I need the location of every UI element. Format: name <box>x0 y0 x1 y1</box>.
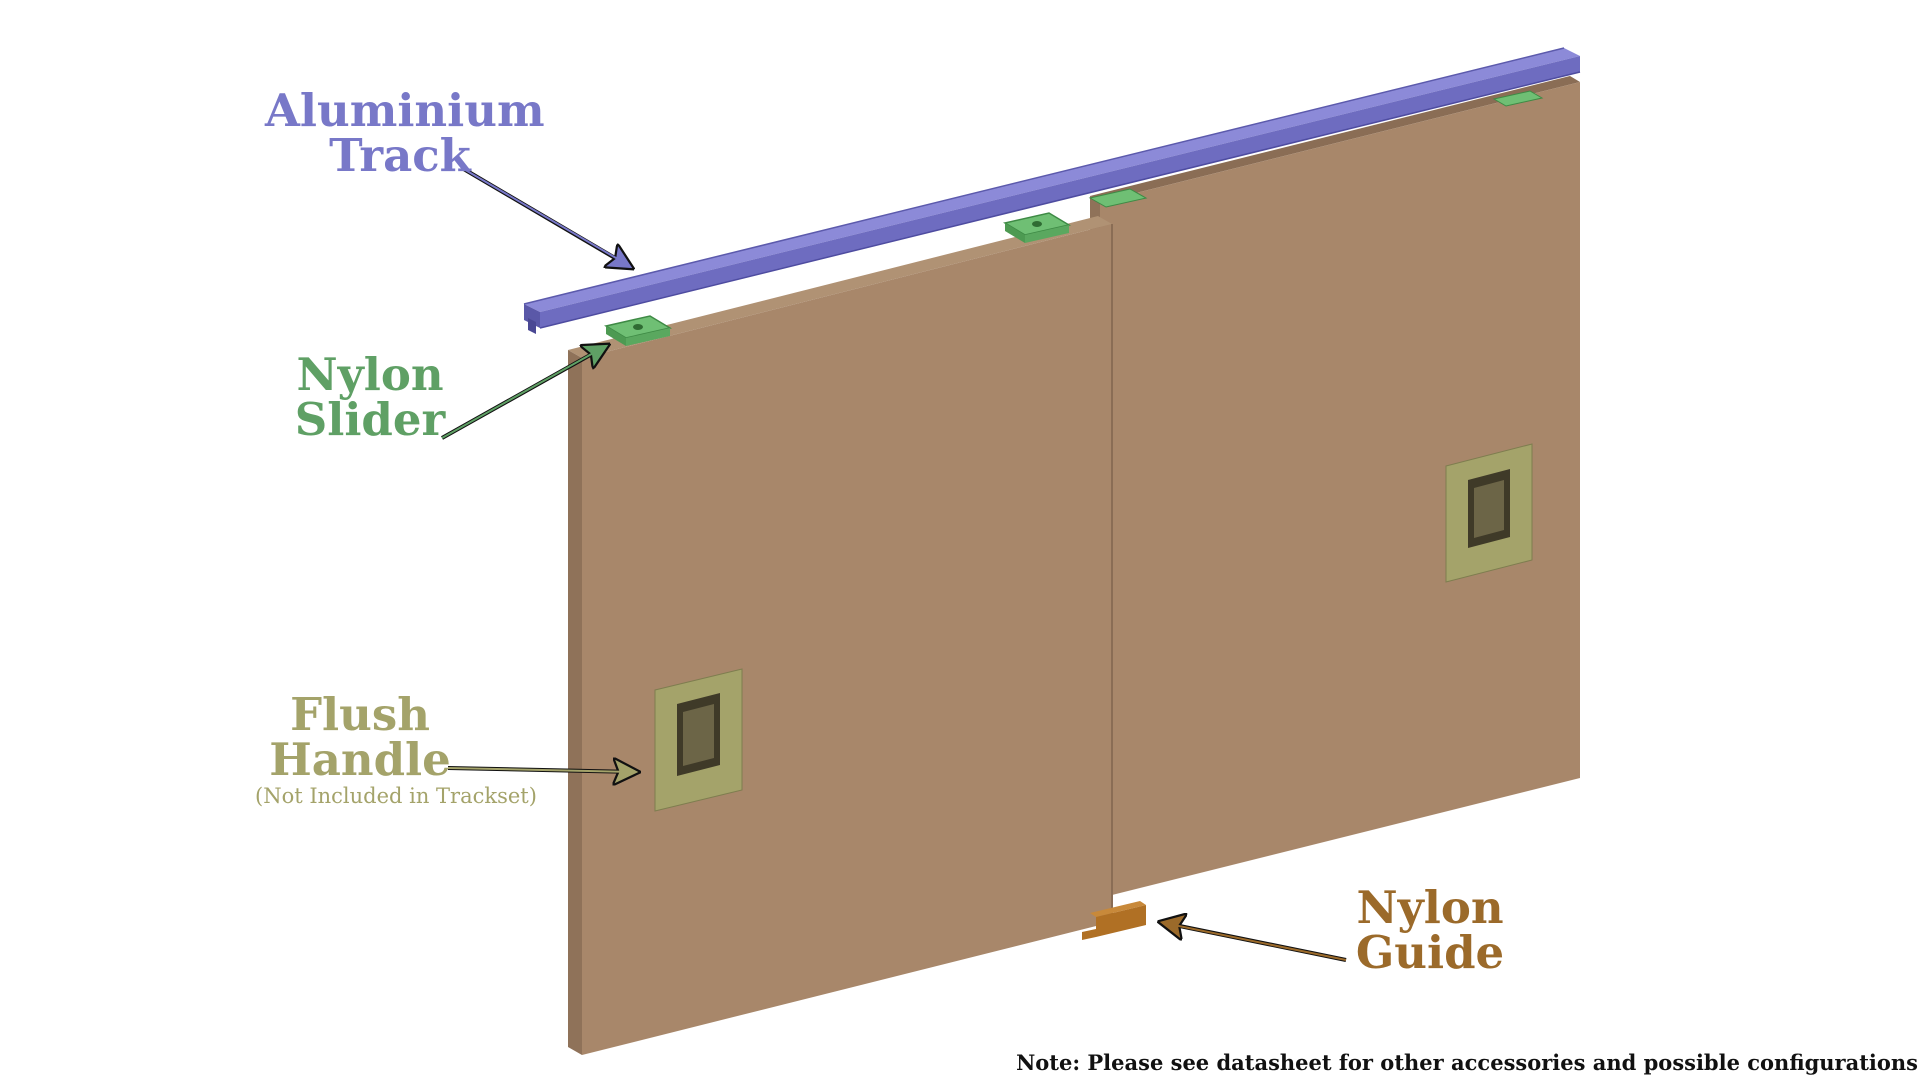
flush-handle-label-note: (Not Included in Trackset) <box>255 784 537 808</box>
aluminium-track-label: Aluminium Track <box>265 84 545 182</box>
nylon-guide-label-line1: Nylon <box>1356 881 1504 934</box>
back-door-face <box>1100 82 1580 898</box>
handle-arrow-inner <box>447 767 635 773</box>
aluminium-track-label-line1: Aluminium <box>265 84 545 137</box>
front-door-top <box>568 216 1112 358</box>
nylon-slider-far <box>1088 188 1148 208</box>
back-door-edge <box>1090 76 1580 202</box>
flush-handle-label: Flush Handle (Not Included in Trackset) <box>255 688 537 808</box>
nylon-guide-label-line2: Guide <box>1355 926 1505 979</box>
nylon-slider-label: Nylon Slider <box>280 352 460 442</box>
nylon-slider-label-line2: Slider <box>294 393 446 446</box>
track-front <box>540 56 1580 328</box>
front-door-side <box>568 350 582 1055</box>
aluminium-track <box>523 47 1581 334</box>
flush-handle-back <box>1445 443 1533 583</box>
nylon-slider-farthest <box>1492 90 1544 107</box>
aluminium-track-label-line2: Track <box>329 129 471 182</box>
nylon-slider-front <box>604 315 672 346</box>
track-top <box>524 48 1580 312</box>
nylon-guide <box>1082 901 1146 940</box>
flush-handle-label-line2: Handle <box>269 733 451 786</box>
slider-arrow-inner <box>441 346 605 439</box>
nylon-slider-label-line1: Nylon <box>296 348 444 401</box>
flush-handle-front <box>654 668 743 812</box>
flush-handle-label-line1: Flush <box>290 688 430 741</box>
front-door <box>568 216 1113 1055</box>
nylon-slider-back <box>1003 212 1071 243</box>
guide-arrow-inner <box>1163 922 1347 961</box>
nylon-guide-label: Nylon Guide <box>1340 885 1520 975</box>
front-door-face <box>582 224 1112 1055</box>
track-arrow-inner <box>461 167 629 266</box>
footnote: Note: Please see datasheet for other acc… <box>1016 1050 1918 1075</box>
